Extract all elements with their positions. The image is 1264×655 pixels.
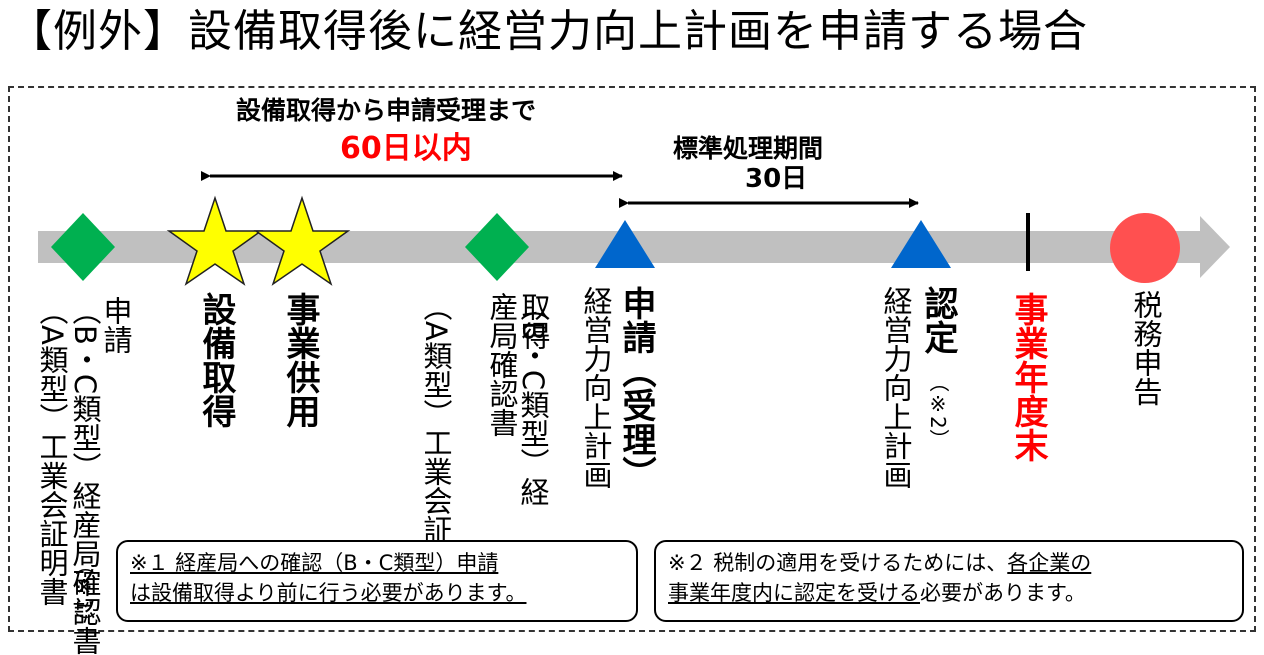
- apply-certificate-detail-a: （A類型）工業会証明書: [35, 296, 69, 606]
- obtain-certificate-detail-b: （B・C類型）経産局確認書: [485, 292, 550, 507]
- period2-label: 標準処理期間: [673, 134, 824, 163]
- note2-line1-underline: 各企業の: [1007, 551, 1092, 575]
- equipment-acquisition-label: 設備取得: [196, 292, 236, 428]
- note-box-2: ※２ 税制の適用を受けるためには、各企業の 事業年度内に認定を受ける必要がありま…: [654, 540, 1244, 622]
- note1-line2: は設備取得より前に行う必要があります。: [130, 581, 527, 605]
- note-box-1: ※１ 経産局への確認（B・C類型）申請 は設備取得より前に行う必要があります。: [116, 540, 638, 622]
- apply-certificate-note: （※1）: [72, 555, 96, 632]
- application-main: 申請（受理）: [616, 286, 656, 490]
- period2-value: 30日: [745, 164, 808, 194]
- star-icon: [166, 195, 264, 286]
- triangle-icon: [891, 220, 951, 268]
- circle-icon: [1110, 213, 1180, 283]
- note1-line1: ※１ 経産局への確認（B・C類型）申請: [130, 551, 499, 575]
- apply-certificate-main: 申請: [99, 296, 133, 354]
- timeline-diagram: [38, 171, 1230, 286]
- note2-line2-text: 必要があります。: [920, 581, 1086, 605]
- business-use-label: 事業供用: [280, 292, 320, 428]
- fiscal-year-end-label: 事業年度末: [1008, 292, 1048, 462]
- application-sub: 経営力向上計画: [579, 286, 613, 489]
- note2-line2-underline: 事業年度内に認定を受ける: [668, 581, 920, 605]
- diagram-frame: [8, 86, 1256, 632]
- period1-label: 設備取得から申請受理まで: [236, 96, 537, 125]
- period1-value: 60日以内: [340, 131, 472, 166]
- certification-note: （※2）: [926, 372, 950, 449]
- obtain-certificate-main: 取得: [517, 292, 551, 350]
- diamond-icon: [465, 213, 529, 281]
- certification-sub: 経営力向上計画: [879, 286, 913, 489]
- note2-line1-text: ※２ 税制の適用を受けるためには、: [668, 551, 1008, 575]
- star-icon: [253, 195, 351, 286]
- tax-filing-label: 税務申告: [1129, 290, 1163, 406]
- certification-main: 認定: [918, 286, 958, 354]
- diamond-icon: [51, 213, 115, 281]
- triangle-icon: [595, 220, 655, 268]
- apply-certificate-detail-b: （B・C類型）経産局確認書: [68, 296, 102, 655]
- page-title: 【例外】設備取得後に経営力向上計画を申請する場合: [8, 6, 1088, 57]
